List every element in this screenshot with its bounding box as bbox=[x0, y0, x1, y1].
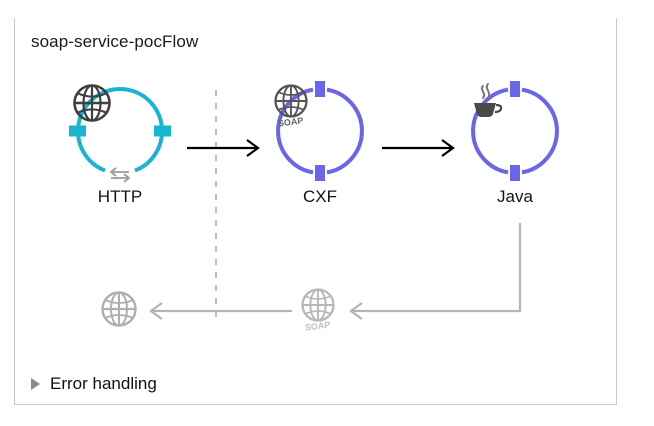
coffee-cup-icon bbox=[464, 80, 566, 182]
soap-globe-icon: SOAP bbox=[269, 80, 371, 182]
connector-http-to-cxf-icon bbox=[187, 139, 260, 157]
node-http[interactable]: HTTP bbox=[61, 80, 179, 207]
node-java[interactable]: Java bbox=[456, 80, 574, 207]
flow-title: soap-service-pocFlow bbox=[31, 32, 199, 51]
connector-java-response-return-icon bbox=[349, 223, 522, 320]
svg-text:SOAP: SOAP bbox=[277, 116, 304, 128]
connector-cxf-to-java-icon bbox=[382, 139, 455, 157]
node-http-label: HTTP bbox=[97, 187, 143, 206]
response-http-globe-icon[interactable] bbox=[97, 286, 141, 334]
node-http-ring bbox=[69, 80, 171, 184]
node-java-ring bbox=[464, 80, 566, 182]
node-cxf[interactable]: SOAP CXF bbox=[261, 80, 379, 207]
svg-text:SOAP: SOAP bbox=[304, 320, 331, 332]
error-handling-section[interactable]: Error handling bbox=[31, 374, 157, 394]
connector-layer bbox=[149, 90, 522, 323]
flow-diagram-canvas: HTTP bbox=[15, 18, 616, 403]
node-java-label: Java bbox=[497, 187, 533, 206]
flow-panel[interactable]: soap-service-pocFlow bbox=[14, 18, 617, 405]
triangle-right-icon[interactable] bbox=[31, 378, 40, 390]
bidirectional-arrows-icon bbox=[108, 166, 132, 184]
response-cxf-soap-globe-icon[interactable]: SOAP bbox=[296, 284, 340, 332]
node-cxf-ring: SOAP bbox=[269, 80, 371, 182]
error-handling-label: Error handling bbox=[50, 374, 157, 393]
node-cxf-label: CXF bbox=[303, 187, 337, 206]
globe-icon bbox=[69, 80, 171, 182]
connector-cxf-response-return-icon bbox=[149, 302, 292, 320]
